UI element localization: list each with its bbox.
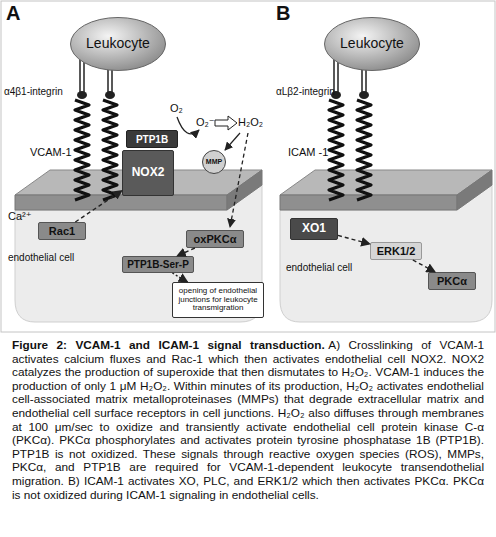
receptor-coil — [75, 100, 89, 200]
leukocyte-cell: Leukocyte — [324, 17, 420, 71]
cell-membrane-side — [457, 170, 492, 210]
node-text: Leukocyte — [340, 36, 404, 51]
node-text: XO1 — [302, 222, 326, 235]
activation-arrow — [172, 273, 187, 282]
receptor-coil — [357, 100, 371, 200]
node-text: Rac1 — [49, 225, 75, 237]
cell-membrane-front — [15, 195, 227, 210]
activation-arrow — [413, 260, 435, 272]
receptor-coil — [103, 100, 117, 200]
protein-box: oxPKCα — [186, 230, 244, 248]
node-text: Leukocyte — [86, 36, 150, 51]
superoxide-arrow — [177, 117, 199, 134]
panel-label: A — [6, 2, 20, 25]
connector-layer — [0, 0, 496, 334]
mmp-circle-shape — [203, 151, 226, 174]
integrin-label: αLβ2-integrin — [276, 86, 335, 98]
protein-box: PTP1B — [126, 130, 178, 148]
cell-label: endothelial cell — [8, 252, 74, 264]
integrin-head — [359, 91, 369, 99]
node-text: PTP1B — [136, 134, 168, 145]
node-text: PTP1B-Ser-P — [127, 259, 189, 270]
caption-text: A) Crosslinking of VCAM-1 activates calc… — [12, 338, 484, 502]
label-layer: Aα4β1-integrinVCAM-1 O₂ O₂⁻ H₂O₂ Ca²⁺ endothe… — [0, 0, 496, 334]
enzyme-box: XO1 — [290, 218, 338, 240]
node-text: NOX2 — [132, 166, 165, 179]
activation-arrow — [338, 235, 370, 244]
protein-box: ERK1/2 — [370, 242, 422, 260]
cell-membrane-top — [280, 170, 492, 195]
protein-box: Rac1 — [38, 222, 86, 240]
mmp-circle: MMP — [202, 150, 226, 174]
enzyme-box: NOX2 — [122, 150, 174, 196]
node-text: PKCα — [437, 275, 467, 287]
figure-border — [1, 1, 495, 332]
receptor-label: ICAM -1 — [288, 146, 328, 159]
node-text: ERK1/2 — [377, 245, 416, 257]
leukocyte-cell-shape — [71, 18, 166, 71]
node-text: opening of endothelial junctions for leu… — [175, 287, 261, 313]
cell-label: endothelial cell — [286, 262, 352, 274]
outcome-box: opening of endothelial junctions for leu… — [172, 282, 264, 318]
panel-label: B — [276, 2, 290, 25]
leukocyte-cell: Leukocyte — [70, 17, 166, 71]
cell-membrane-side — [227, 170, 262, 210]
ion-label: Ca²⁺ — [8, 210, 32, 223]
receptor-label: VCAM-1 — [30, 146, 72, 159]
caption-title: Figure 2: VCAM-1 and ICAM-1 signal trans… — [12, 338, 325, 352]
figure-panel: LeukocytePTP1B NOX2 MMP Rac1 oxPKCαPTP1B-Ser… — [0, 0, 496, 334]
activation-arrow — [177, 248, 195, 256]
node-text: MMP — [206, 158, 222, 166]
node-text: oxPKCα — [194, 233, 237, 245]
molecule-label: O₂⁻ — [196, 116, 215, 129]
receptor-coil — [329, 100, 343, 200]
h2o2-to-mmp-arrow — [225, 133, 240, 150]
molecule-label: O₂ — [170, 102, 183, 115]
protein-box: PKCα — [428, 272, 476, 290]
node-layer: LeukocytePTP1B NOX2 MMP Rac1 oxPKCαPTP1B-Ser… — [0, 0, 496, 334]
protein-box: PTP1B-Ser-P — [122, 256, 194, 273]
figure-caption: Figure 2: VCAM-1 and ICAM-1 signal trans… — [12, 339, 484, 502]
integrin-head — [77, 91, 87, 99]
leukocyte-cell-shape — [325, 18, 420, 71]
dismutation-arrow — [215, 116, 237, 130]
activation-arrow — [75, 191, 122, 222]
integrin-head — [105, 91, 115, 99]
h2o2-diffusion-arrow — [230, 133, 248, 227]
molecule-label: H₂O₂ — [238, 116, 263, 129]
integrin-label: α4β1-integrin — [4, 86, 63, 98]
